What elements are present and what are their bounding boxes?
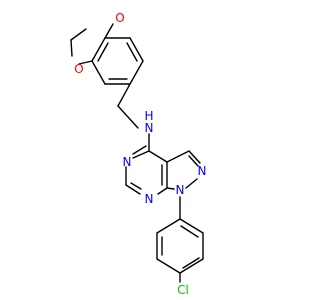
oxygen-atom-top: O [115, 11, 124, 25]
bond [70, 39, 73, 57]
pyrazolopyrimidine-group [125, 133, 201, 220]
bond [70, 28, 87, 41]
chlorine-atom: Cl [177, 283, 189, 297]
bond [129, 37, 144, 62]
bond [156, 218, 181, 234]
bond [180, 225, 199, 238]
bond [117, 83, 131, 107]
bond [166, 187, 175, 190]
pyrimidine-nitrogen-atom-bottom: N [145, 192, 154, 206]
bond [126, 42, 138, 62]
bond [182, 257, 200, 269]
molecule-canvas: O O N H N N N N [70, 11, 207, 297]
bond [188, 150, 201, 164]
pyrazole-nitrogen-atom-bottom: N [176, 183, 185, 197]
bond [91, 60, 106, 85]
bond [125, 184, 141, 195]
bond [130, 182, 142, 190]
bond [179, 258, 204, 274]
bond [104, 23, 114, 39]
amine-nitrogen-atom: N [145, 121, 154, 135]
bond [132, 150, 150, 159]
bond [91, 37, 106, 62]
bond [117, 105, 139, 129]
bond [188, 155, 199, 167]
pyrazole-nitrogen-atom-right: N [198, 164, 207, 178]
bond [132, 145, 147, 155]
pyrimidine-nitrogen-atom-left: N [123, 155, 132, 169]
bond [129, 60, 144, 85]
bond [179, 218, 204, 234]
bond [78, 60, 93, 65]
bond [157, 187, 168, 195]
molecule-structure: O O N H N N N N [70, 11, 207, 297]
bond [156, 258, 181, 274]
chlorophenyl-group [156, 218, 204, 283]
bond [166, 150, 190, 163]
oxygen-atom-left: O [74, 62, 83, 76]
bond [148, 150, 168, 163]
bond [97, 42, 109, 62]
amine-hydrogen-atom: H [144, 109, 153, 123]
benzodioxole-group [70, 23, 144, 129]
bond [185, 178, 198, 189]
